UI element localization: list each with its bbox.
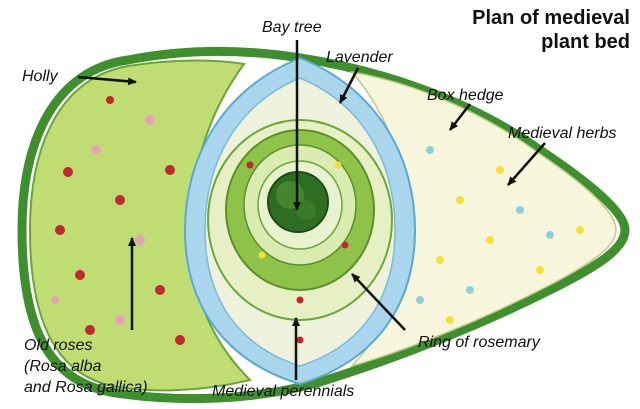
label-old-roses-line-1: Old roses — [24, 336, 92, 355]
label-medieval-herbs: Medieval herbs — [508, 124, 617, 143]
label-medieval-perennials: Medieval perennials — [212, 382, 354, 401]
label-ring-of-rosemary: Ring of rosemary — [418, 333, 540, 352]
label-old-roses-line-3: and Rosa gallica) — [24, 378, 148, 397]
label-lavender: Lavender — [326, 48, 393, 67]
label-holly: Holly — [22, 67, 58, 86]
label-old-roses-line-2: (Rosa alba — [24, 357, 101, 376]
title-line-2: plant bed — [472, 30, 630, 54]
title-line-1: Plan of medieval — [472, 6, 630, 30]
diagram-title: Plan of medieval plant bed — [472, 6, 630, 54]
label-box-hedge: Box hedge — [427, 86, 504, 105]
label-bay-tree: Bay tree — [262, 18, 322, 37]
bay-tree-texture-2 — [296, 200, 316, 220]
